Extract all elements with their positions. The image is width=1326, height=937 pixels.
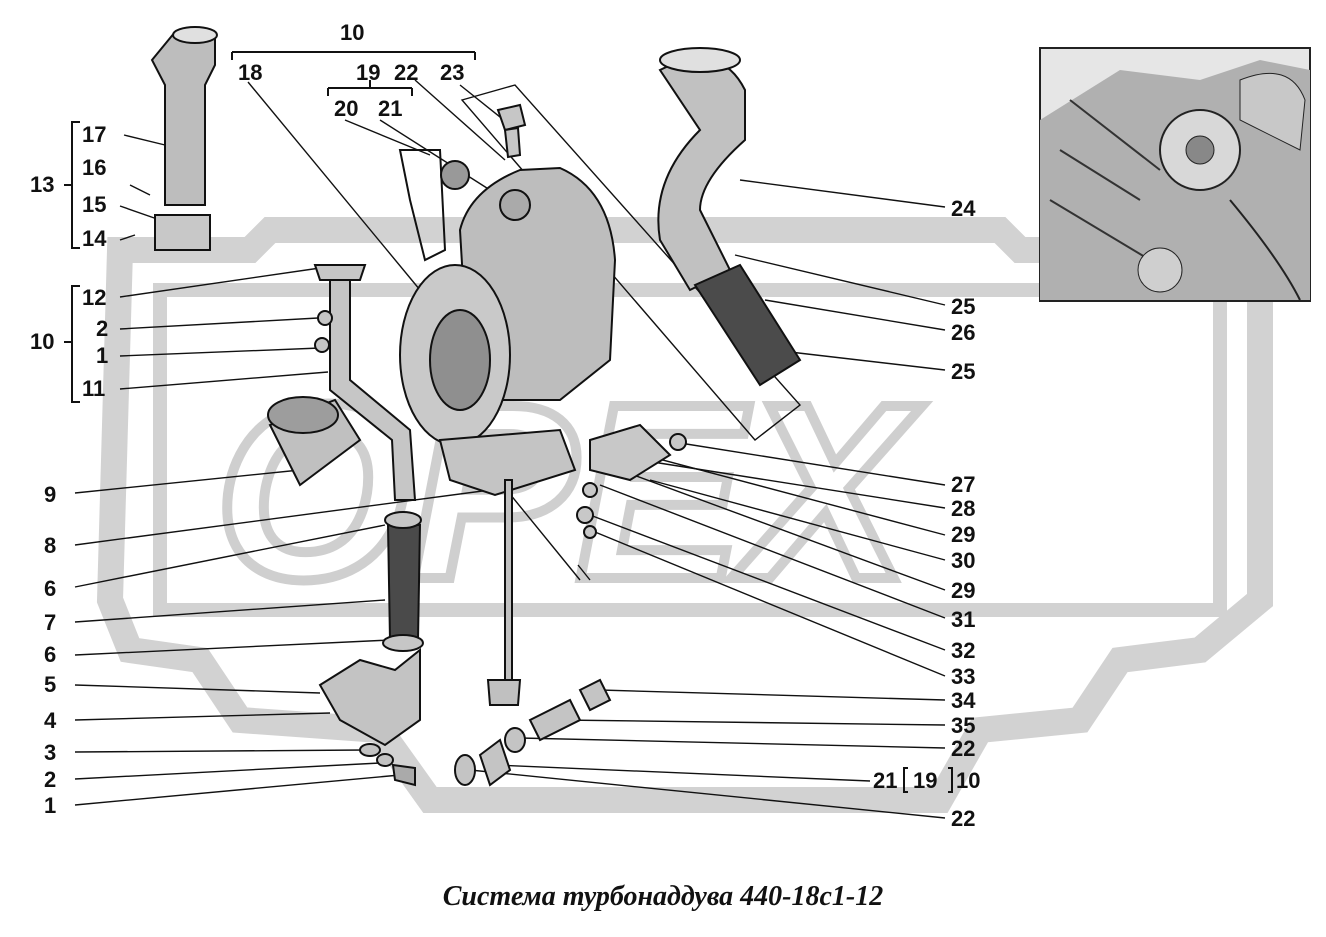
label-12: 12: [82, 285, 107, 310]
label-18: 18: [238, 60, 263, 85]
watermark-logo: [96, 217, 1273, 813]
label-10: 10: [956, 768, 981, 793]
label-8: 8: [44, 533, 57, 558]
part-exhaust-elbow: [150, 26, 218, 251]
label-7: 7: [44, 610, 57, 635]
label-22: 22: [951, 736, 976, 761]
label-29: 29: [951, 522, 976, 547]
label-27: 27: [951, 472, 976, 497]
label-22: 22: [951, 806, 976, 831]
label-19: 19: [356, 60, 381, 85]
label-34: 34: [951, 688, 976, 713]
part-oil-return-tube: [486, 479, 522, 706]
label-28: 28: [951, 496, 976, 521]
label-5: 5: [44, 672, 57, 697]
label-16: 16: [82, 155, 107, 180]
label-6: 6: [44, 576, 57, 601]
label-20: 20: [334, 96, 359, 121]
label-11: 11: [82, 376, 106, 401]
label-14: 14: [82, 226, 107, 251]
label-13: 13: [30, 172, 55, 197]
label-4: 4: [44, 708, 57, 733]
label-23: 23: [440, 60, 465, 85]
label-2: 2: [44, 767, 57, 792]
part-clamp-28: [576, 423, 687, 539]
label-33: 33: [951, 664, 976, 689]
label-17: 17: [82, 122, 107, 147]
label-6: 6: [44, 642, 57, 667]
group-brackets: [64, 51, 953, 793]
label-29: 29: [951, 578, 976, 603]
label-22: 22: [394, 60, 419, 85]
label-3: 3: [44, 740, 57, 765]
label-10: 10: [30, 329, 55, 354]
engine-inset-image: [1039, 47, 1311, 302]
label-26: 26: [951, 320, 976, 345]
part-bolt-23: [496, 103, 527, 159]
part-fittings-34-35: [454, 678, 612, 787]
label-25: 25: [951, 294, 976, 319]
label-24: 24: [951, 196, 976, 221]
part-hose-7: [382, 511, 424, 652]
watermark-text: ОРЕХ: [215, 352, 923, 631]
label-1: 1: [44, 793, 57, 818]
label-10: 10: [340, 20, 365, 45]
leader-lines: [74, 79, 946, 819]
label-25: 25: [951, 359, 976, 384]
part-sleeve-9: [267, 396, 362, 487]
label-30: 30: [951, 548, 976, 573]
diagram-caption: Система турбонаддува 440-18с1-12: [442, 881, 884, 912]
label-31: 31: [951, 607, 976, 632]
part-air-pipe-24: [657, 47, 802, 387]
label-35: 35: [951, 713, 976, 738]
part-drain-elbow-4: [318, 647, 421, 787]
label-32: 32: [951, 638, 976, 663]
label-21: 21: [378, 96, 403, 121]
part-oil-pipe-11: [313, 264, 417, 501]
label-9: 9: [44, 482, 57, 507]
label-15: 15: [82, 192, 107, 217]
label-21: 21: [873, 768, 898, 793]
part-turbocharger: [398, 149, 617, 497]
label-19: 19: [913, 768, 938, 793]
label-2: 2: [96, 316, 109, 341]
label-1: 1: [96, 343, 109, 368]
